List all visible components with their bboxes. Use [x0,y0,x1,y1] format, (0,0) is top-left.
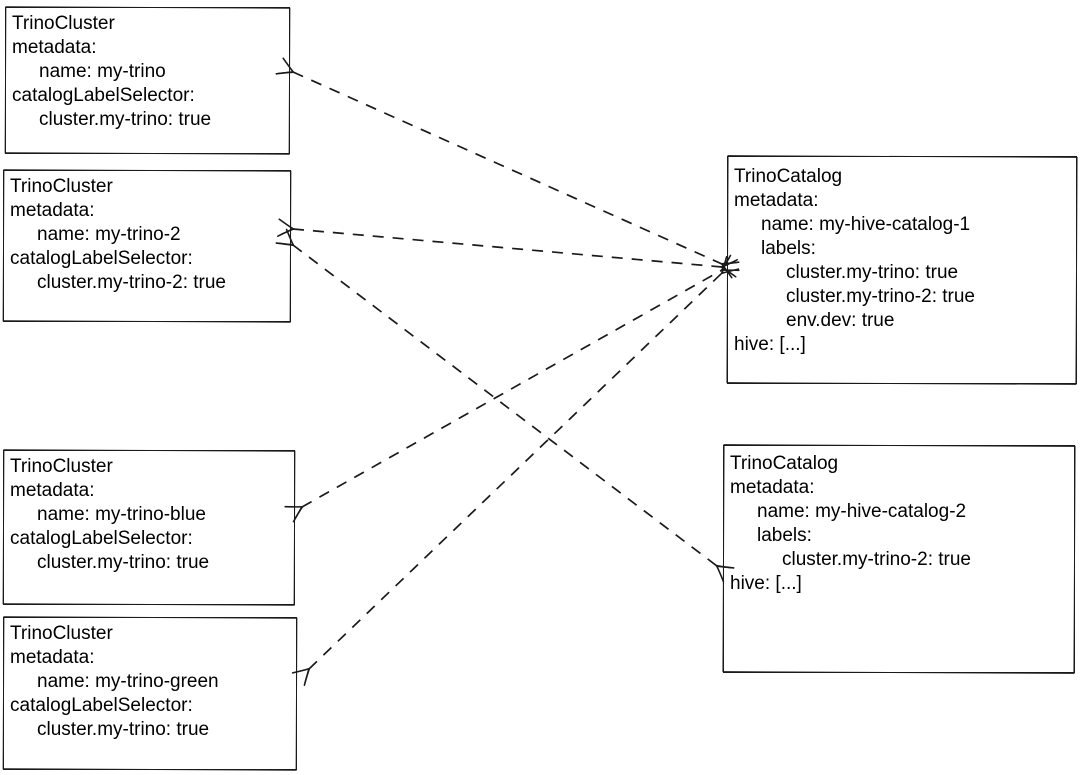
yaml-line: TrinoCluster [10,456,113,477]
edge-catalog1-cluster3 [284,254,740,523]
node-trino-cluster-my-trino-2: TrinoCluster metadata: name: my-trino-2 … [3,170,291,322]
edge-catalog1-cluster2 [277,218,738,278]
edge-catalog1-cluster4 [291,256,740,686]
yaml-line: name: my-hive-catalog-2 [757,501,967,522]
yaml-line: TrinoCluster [10,623,113,644]
yaml-line: TrinoCluster [10,176,113,197]
node-trino-cluster-my-trino: TrinoCluster metadata: name: my-trino ca… [5,7,290,154]
yaml-line: cluster.my-trino: true [39,109,212,130]
yaml-line: catalogLabelSelector: [12,85,195,106]
yaml-line: labels: [757,525,812,546]
yaml-line: catalogLabelSelector: [10,528,193,549]
node-trino-catalog-my-hive-catalog-1: TrinoCatalog metadata: name: my-hive-cat… [727,156,1077,384]
yaml-line: catalogLabelSelector: [10,695,193,716]
node-trino-catalog-my-hive-catalog-2: TrinoCatalog metadata: name: my-hive-cat… [723,445,1075,673]
yaml-line: env.dev: true [786,310,895,331]
yaml-line: labels: [761,238,816,259]
node-trino-cluster-my-trino-blue: TrinoCluster metadata: name: my-trino-bl… [3,450,295,605]
yaml-line: cluster.my-trino: true [37,719,210,740]
yaml-line: cluster.my-trino-2: true [782,549,971,570]
yaml-line: catalogLabelSelector: [10,248,193,269]
yaml-line: metadata: [10,480,95,501]
yaml-line: metadata: [730,477,815,498]
yaml-line: hive: [...] [730,573,802,594]
yaml-line: cluster.my-trino-2: true [37,272,226,293]
yaml-line: TrinoCatalog [730,453,839,474]
node-trino-cluster-my-trino-green: TrinoCluster metadata: name: my-trino-gr… [3,617,297,770]
yaml-line: metadata: [10,200,95,221]
edge-catalog2-cluster2 [275,228,735,583]
yaml-line: name: my-trino-green [37,671,219,692]
yaml-line: name: my-trino [39,61,166,82]
yaml-line: metadata: [10,647,95,668]
yaml-line: TrinoCatalog [734,166,843,187]
yaml-line: cluster.my-trino: true [37,552,210,573]
yaml-line: name: my-hive-catalog-1 [761,214,971,235]
yaml-line: name: my-trino-blue [37,504,206,525]
yaml-line: hive: [...] [734,334,806,355]
yaml-line: TrinoCluster [12,13,115,34]
yaml-line: cluster.my-trino: true [786,262,959,283]
edge-catalog1-cluster1 [275,57,740,279]
yaml-line: cluster.my-trino-2: true [786,286,975,307]
yaml-line: metadata: [734,190,819,211]
yaml-line: metadata: [12,37,97,58]
yaml-line: name: my-trino-2 [37,224,181,245]
